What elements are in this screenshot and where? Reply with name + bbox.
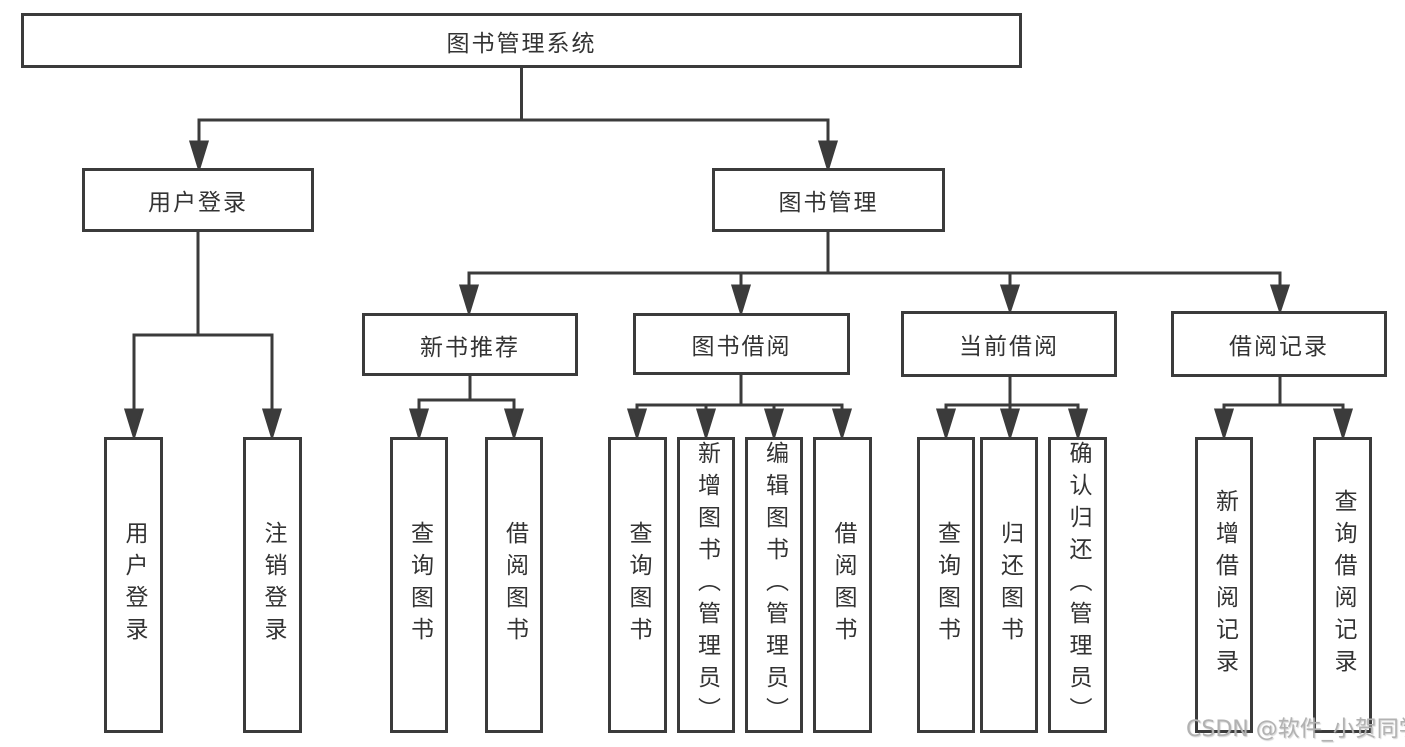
leaf-label: 归还图书 (996, 521, 1023, 649)
arrow-down-icon (730, 284, 752, 318)
leaf-current-confirm-admin: 确认归还（管理员） (1048, 437, 1107, 733)
arrow-down-icon (261, 408, 283, 442)
leaf-borrow-query: 查询图书 (608, 437, 667, 733)
leaf-logout: 注销登录 (243, 437, 302, 733)
leaf-record-query: 查询借阅记录 (1313, 437, 1372, 733)
arrow-down-icon (1213, 408, 1235, 442)
node-user-login: 用户登录 (82, 168, 314, 232)
leaf-label: 查询图书 (625, 521, 651, 649)
leaf-label: 用户登录 (121, 521, 147, 649)
connector-borrow-record-children (1213, 377, 1354, 442)
node-book-borrow: 图书借阅 (633, 313, 850, 375)
leaf-label: 借阅图书 (501, 521, 528, 649)
connector-book-mgmt-to-level3 (458, 232, 1291, 318)
arrow-down-icon (695, 408, 717, 442)
leaf-borrow-borrow: 借阅图书 (813, 437, 872, 733)
node-label: 图书管理 (778, 190, 879, 216)
arrow-down-icon (1332, 408, 1354, 442)
leaf-current-query: 查询图书 (917, 437, 975, 733)
node-label: 当前借阅 (959, 334, 1059, 360)
node-label: 借阅记录 (1229, 334, 1329, 360)
arrow-down-icon (188, 140, 210, 174)
node-label: 用户登录 (148, 190, 248, 216)
leaf-label: 新增借阅记录 (1211, 489, 1238, 681)
arrow-down-icon (626, 408, 648, 442)
node-root-system: 图书管理系统 (21, 13, 1022, 68)
leaf-label: 新增图书（管理员） (693, 441, 720, 729)
connector-book-borrow-children (626, 374, 853, 442)
leaf-record-add: 新增借阅记录 (1195, 437, 1253, 733)
watermark: CSDN @软件_小贺同学 (1186, 717, 1405, 742)
arrow-down-icon (1269, 284, 1291, 315)
leaf-newbook-query: 查询图书 (390, 437, 448, 733)
arrow-down-icon (458, 284, 480, 318)
node-label: 图书借阅 (691, 334, 792, 360)
arrow-down-icon (831, 408, 853, 442)
leaf-borrow-edit-admin: 编辑图书（管理员） (745, 437, 803, 733)
node-borrow-record: 借阅记录 (1171, 311, 1387, 377)
leaf-label: 确认归还（管理员） (1065, 441, 1091, 729)
arrow-down-icon (763, 408, 785, 442)
connector-current-borrow-children (935, 377, 1089, 442)
node-label: 新书推荐 (420, 334, 520, 361)
leaf-current-return: 归还图书 (980, 437, 1038, 733)
leaf-user-login: 用户登录 (104, 437, 163, 733)
leaf-newbook-borrow: 借阅图书 (485, 437, 543, 733)
node-new-book-recommend: 新书推荐 (362, 313, 578, 376)
node-book-management: 图书管理 (712, 168, 945, 232)
arrow-down-icon (999, 408, 1021, 442)
leaf-label: 查询借阅记录 (1330, 489, 1356, 681)
connector-root-to-level2 (188, 68, 839, 174)
leaf-label: 查询图书 (933, 521, 960, 649)
arrow-down-icon (408, 408, 430, 442)
arrow-down-icon (123, 408, 145, 442)
leaf-borrow-add-admin: 新增图书（管理员） (677, 437, 735, 733)
arrow-down-icon (817, 140, 839, 174)
connector-new-book-children (408, 376, 525, 442)
arrow-down-icon (935, 408, 957, 442)
arrow-down-icon (503, 408, 525, 442)
arrow-down-icon (999, 284, 1021, 315)
leaf-label: 借阅图书 (830, 521, 856, 649)
node-current-borrow: 当前借阅 (901, 311, 1117, 377)
leaf-label: 注销登录 (260, 521, 286, 649)
arrow-down-icon (1067, 408, 1089, 442)
connector-user-login-children (123, 232, 283, 442)
leaf-label: 查询图书 (406, 521, 433, 649)
node-label: 图书管理系统 (446, 30, 597, 57)
leaf-label: 编辑图书（管理员） (761, 441, 788, 729)
